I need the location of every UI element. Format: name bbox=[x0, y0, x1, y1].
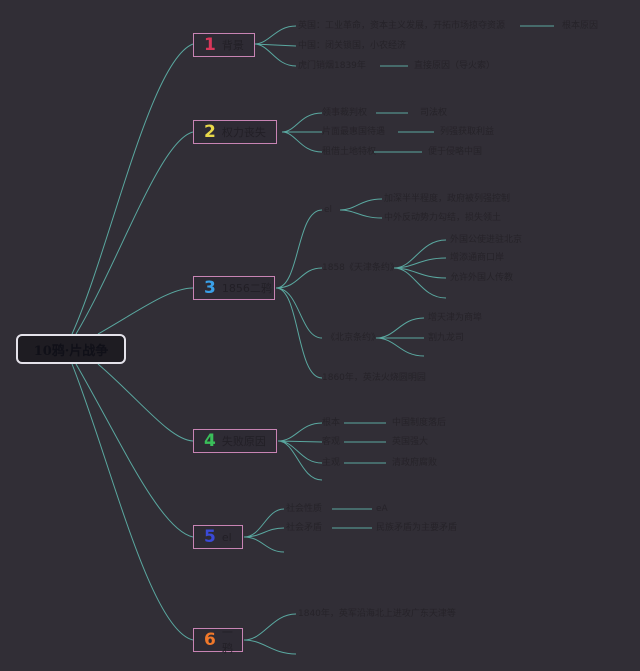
branch-3-item-3-sub-1: 增天津为商埠 bbox=[428, 313, 483, 323]
branch-2-box: 2 权力丧失 bbox=[193, 120, 277, 144]
connector-root-branch-1 bbox=[71, 43, 194, 335]
branch-5-item-1-note: eA bbox=[376, 504, 388, 514]
branch-2-label: 权力丧失 bbox=[221, 126, 266, 139]
connector-root-branch-6 bbox=[71, 363, 194, 641]
branch-3-item-2: 1858《天津条约》 bbox=[322, 263, 399, 273]
branch-3-item-2-sub-2: 增添通商口岸 bbox=[450, 253, 505, 263]
connector-root-branch-5 bbox=[75, 363, 194, 538]
branch-4-item-1-note: 中国制度落后 bbox=[392, 418, 447, 428]
branch-5-item-2: 社会矛盾 bbox=[286, 523, 323, 533]
branch-4-label: 失败原因 bbox=[221, 435, 266, 448]
branch-3-number: 3 bbox=[204, 277, 216, 298]
branch-6-label: 一鸦 bbox=[221, 626, 233, 655]
branch-3-item-2-sub-3: 允许外国人传教 bbox=[450, 273, 514, 283]
branch-1-item-2: 中国：闭关锁国，小农经济 bbox=[298, 41, 407, 51]
branch-2-item-1: 领事裁判权 bbox=[322, 108, 368, 118]
branch-4-item-3: 主观 bbox=[322, 458, 341, 468]
branch-3-item-1-sub-1: 加深半半程度，政府被列强控制 bbox=[384, 194, 511, 204]
branch-3-box: 3 1856二鸦 bbox=[193, 276, 275, 300]
branch-3-label: 1856二鸦 bbox=[221, 282, 272, 295]
branch-1-item-3-note: 直接原因（导火索） bbox=[414, 61, 496, 71]
branch-5-label: el bbox=[221, 530, 232, 544]
connector-root-branch-3 bbox=[97, 287, 194, 335]
branch-4-item-2: 客观 bbox=[322, 437, 341, 447]
branch-5-number: 5 bbox=[204, 526, 216, 547]
branch-6-number: 6 bbox=[204, 629, 216, 650]
branch-1-box: 1 背景 bbox=[193, 33, 255, 57]
branch-1-item-3: 虎门销烟1839年 bbox=[298, 61, 366, 71]
branch-2-item-2: 片面最惠国待遇 bbox=[322, 127, 386, 137]
branch-1-label: 背景 bbox=[221, 39, 244, 52]
branch-3-item-4: 1860年，英法火烧圆明园 bbox=[322, 373, 426, 383]
branch-4-item-1: 根本 bbox=[322, 418, 341, 428]
branch-3-item-2-sub-1: 外国公使进驻北京 bbox=[450, 235, 523, 245]
root-topic: 10鸦·片战争 bbox=[16, 334, 126, 364]
branch-5-box: 5 el bbox=[193, 525, 243, 549]
branch-1-number: 1 bbox=[204, 34, 216, 55]
branch-3-item-3: 《北京条约》 bbox=[326, 333, 381, 343]
connector-root-branch-2 bbox=[75, 131, 194, 335]
branch-3-item-1: el bbox=[324, 205, 333, 215]
branch-1-item-1: 英国：工业革命，资本主义发展，开拓市场掠夺资源 bbox=[298, 21, 506, 31]
branch-3-item-3-sub-2: 割九龙司 bbox=[428, 333, 465, 343]
branch-2-item-3: 租借土地特权 bbox=[322, 147, 377, 157]
branch-2-item-2-note: 列强获取利益 bbox=[440, 127, 495, 137]
branch-4-number: 4 bbox=[204, 430, 216, 451]
branch-6-box: 6 一鸦 bbox=[193, 626, 243, 655]
branch-2-number: 2 bbox=[204, 121, 216, 142]
branch-4-item-2-note: 英国强大 bbox=[392, 437, 429, 447]
branch-2-item-3-note: 便于侵略中国 bbox=[428, 147, 483, 157]
connector-root-branch-4 bbox=[97, 363, 194, 442]
branch-3-item-1-sub-2: 中外反动势力勾结，损失领土 bbox=[384, 213, 502, 223]
branch-5-item-2-note: 民族矛盾为主要矛盾 bbox=[376, 523, 458, 533]
branch-6-item-1: 1840年，英军沿海北上进攻广东天津等 bbox=[298, 609, 456, 619]
branch-5-item-1: 社会性质 bbox=[286, 504, 323, 514]
branch-4-box: 4 失败原因 bbox=[193, 429, 277, 453]
branch-4-item-3-note: 清政府腐败 bbox=[392, 458, 438, 468]
branch-1-item-1-note: 根本原因 bbox=[562, 21, 599, 31]
branch-2-item-1-note: 司法权 bbox=[420, 108, 448, 118]
